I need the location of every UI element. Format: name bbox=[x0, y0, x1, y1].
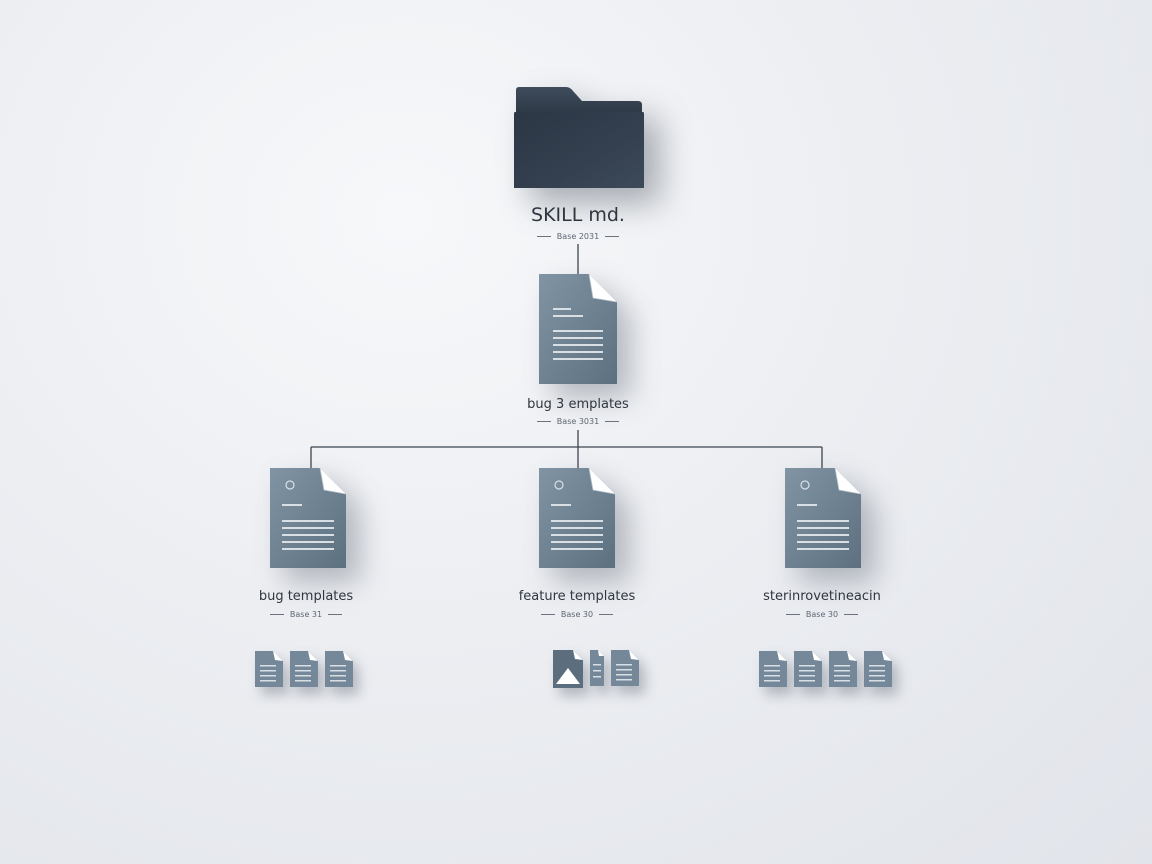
root-sublabel-text: Base 2031 bbox=[556, 232, 600, 241]
child-3-sublabel-text: Base 30 bbox=[805, 610, 839, 619]
document-icon[interactable] bbox=[255, 651, 283, 687]
child-2-sublabel: Base 30 bbox=[477, 610, 677, 619]
document-icon[interactable] bbox=[611, 650, 639, 686]
middle-sublabel-text: Base 3031 bbox=[556, 417, 600, 426]
child-1-files bbox=[255, 651, 353, 687]
child-1-sublabel-text: Base 31 bbox=[289, 610, 323, 619]
child-2-sublabel-text: Base 30 bbox=[560, 610, 594, 619]
child-3-label: sterinrovetineacin bbox=[763, 589, 881, 604]
document-icon[interactable] bbox=[759, 651, 787, 687]
child-1-sublabel: Base 31 bbox=[206, 610, 406, 619]
root-sublabel: Base 2031 bbox=[478, 232, 678, 241]
middle-node[interactable] bbox=[539, 273, 618, 388]
middle-sublabel: Base 3031 bbox=[478, 417, 678, 426]
document-icon[interactable] bbox=[590, 650, 604, 686]
document-icon bbox=[539, 273, 618, 384]
child-3-files bbox=[759, 651, 892, 687]
document-icon bbox=[539, 467, 616, 568]
middle-label: bug 3 emplates bbox=[527, 397, 629, 412]
root-label: SKILL md. bbox=[531, 204, 625, 226]
root-node[interactable] bbox=[504, 84, 654, 196]
folder-icon bbox=[514, 87, 644, 188]
child-1-label: bug templates bbox=[258, 589, 354, 604]
document-icon[interactable] bbox=[829, 651, 857, 687]
child-3-sublabel: Base 30 bbox=[722, 610, 922, 619]
document-icon[interactable] bbox=[290, 651, 318, 687]
child-node-feature-templates[interactable] bbox=[539, 467, 616, 572]
document-icon bbox=[270, 467, 347, 568]
document-icon[interactable] bbox=[325, 651, 353, 687]
child-node-sterinrovetineacin[interactable] bbox=[785, 467, 862, 572]
document-icon[interactable] bbox=[794, 651, 822, 687]
child-node-bug-templates[interactable] bbox=[270, 467, 347, 572]
document-icon[interactable] bbox=[864, 651, 892, 687]
image-document-icon[interactable] bbox=[553, 650, 583, 688]
document-icon bbox=[785, 467, 862, 568]
child-2-label: feature templates bbox=[518, 589, 636, 604]
child-2-files bbox=[553, 650, 639, 688]
